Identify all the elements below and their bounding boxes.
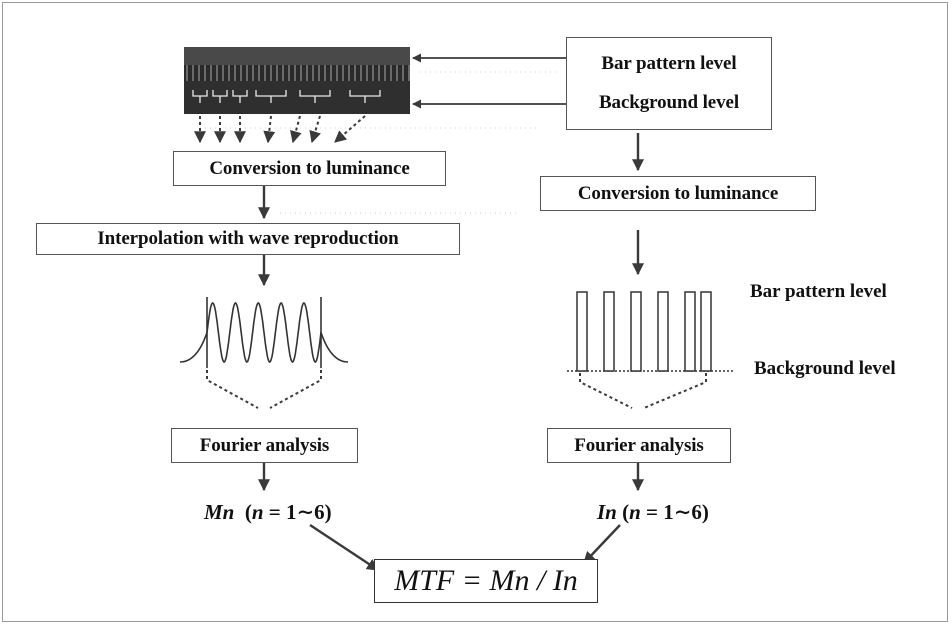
source-level-box: Bar pattern level Background level — [566, 37, 772, 130]
right-fourier-box: Fourier analysis — [547, 428, 731, 463]
wave-merge-arrows — [206, 370, 322, 409]
bar-pattern-level-label: Bar pattern level — [601, 52, 737, 74]
faint-noise — [200, 71, 556, 214]
pixel-group-brackets — [192, 90, 381, 103]
left-conversion-box: Conversion to luminance — [173, 151, 446, 186]
left-output: Mn (n = 1∼6) — [204, 500, 332, 524]
left-fourier-box: Fourier analysis — [171, 428, 358, 463]
interpolation-box: Interpolation with wave reproduction — [36, 223, 460, 255]
right-background-label: Background level — [754, 358, 896, 379]
background-level-label: Background level — [598, 92, 740, 114]
right-conversion-box: Conversion to luminance — [540, 176, 816, 211]
flow-arrows — [258, 133, 644, 572]
level-arrows — [412, 53, 566, 109]
bar-merge-arrows — [579, 373, 707, 409]
mtf-result-box: MTF = Mn / In — [374, 559, 598, 603]
ideal-bar-pattern — [567, 291, 735, 372]
reproduced-waveform — [179, 297, 349, 368]
right-bar-pattern-label: Bar pattern level — [750, 281, 887, 302]
right-output: In (n = 1∼6) — [597, 500, 709, 524]
captured-image — [184, 47, 410, 114]
sampling-arrows — [194, 115, 366, 144]
